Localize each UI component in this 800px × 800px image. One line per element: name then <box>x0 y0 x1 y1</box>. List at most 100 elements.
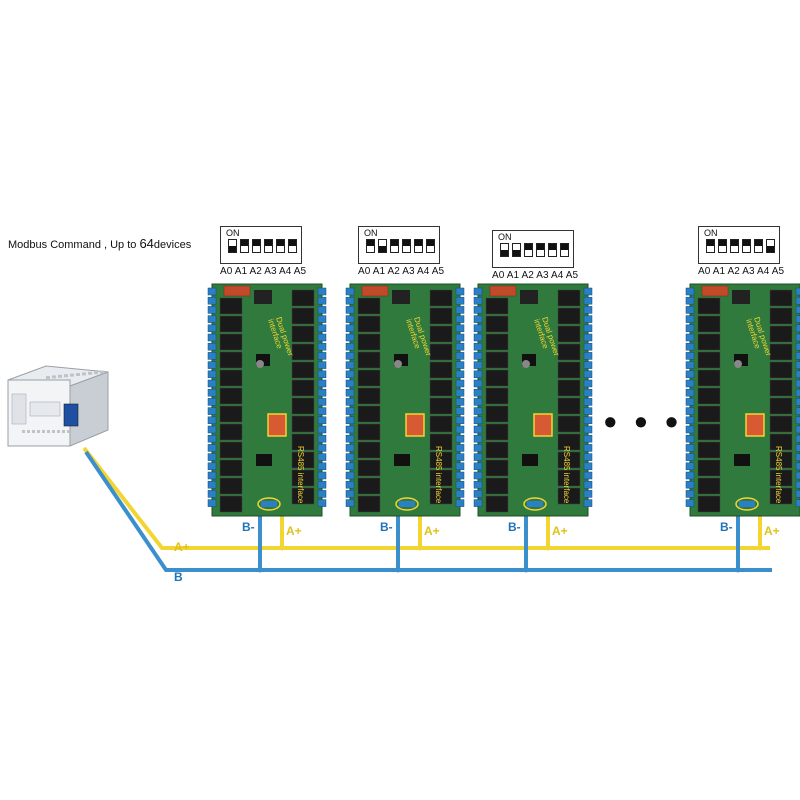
power-indicator <box>701 285 729 297</box>
terminal-left <box>685 499 695 507</box>
terminal-right <box>317 370 327 379</box>
bus-a-junction <box>545 545 551 551</box>
rs485-terminal <box>527 501 543 507</box>
terminal-right <box>795 462 800 471</box>
relay <box>219 441 243 459</box>
terminal-left <box>345 425 355 434</box>
terminal-left <box>345 333 355 342</box>
terminal-left <box>345 480 355 489</box>
dip-switch <box>754 239 763 253</box>
terminal-left <box>473 388 483 397</box>
terminal-left <box>685 471 695 480</box>
terminal-left <box>473 425 483 434</box>
terminal-right <box>795 388 800 397</box>
terminal-left <box>345 315 355 323</box>
relay <box>769 343 793 361</box>
relay <box>219 387 243 405</box>
terminal-right <box>795 416 800 425</box>
terminal-left <box>685 324 695 333</box>
terminal-left <box>207 379 217 388</box>
rs485-terminal-highlight <box>735 497 759 511</box>
dip-switch <box>742 239 751 253</box>
power-jack <box>520 290 538 304</box>
relay <box>697 477 721 495</box>
terminal-left <box>473 342 483 351</box>
rs485-interface-label: RS485 interface <box>562 446 571 504</box>
dip-switch-on-board <box>533 413 553 437</box>
relay <box>557 397 581 415</box>
dip-switch-knob <box>379 246 386 252</box>
dip-on-label: ON <box>704 228 718 238</box>
terminal-left <box>345 416 355 425</box>
terminal-left <box>473 296 483 305</box>
caption-count: 64 <box>139 236 154 251</box>
relay <box>357 369 381 387</box>
terminal-right <box>583 453 593 461</box>
rs485-bus <box>82 446 772 573</box>
dip-switch-knob <box>229 246 236 252</box>
relay <box>357 351 381 369</box>
terminal-left <box>473 499 483 507</box>
rs485-interface-label: RS485 interface <box>774 446 783 504</box>
terminal-right <box>455 490 465 498</box>
terminal-right <box>583 388 593 397</box>
terminal-right <box>317 342 327 351</box>
dip-switch-knob <box>265 240 272 246</box>
terminal-right <box>795 379 800 388</box>
rs485-terminal <box>739 501 755 507</box>
relay <box>485 441 509 459</box>
plc-terminal <box>52 430 55 433</box>
dip-switch <box>402 239 411 253</box>
terminal-left <box>473 370 483 379</box>
relay <box>429 343 453 361</box>
terminal-left <box>345 361 355 369</box>
dip-switch-on-board <box>267 413 287 437</box>
terminal-right <box>317 416 327 425</box>
relay <box>219 297 243 315</box>
terminal-right <box>583 361 593 369</box>
terminal-left <box>207 342 217 351</box>
terminal-left <box>473 398 483 406</box>
relay <box>219 351 243 369</box>
terminal-right <box>455 333 465 342</box>
dip-address-labels: A0 A1 A2 A3 A4 A5 <box>698 266 785 277</box>
terminal-left <box>207 490 217 498</box>
dip-switch <box>512 243 521 257</box>
terminal-right <box>583 370 593 379</box>
bus-a-junction <box>417 545 423 551</box>
terminal-right <box>317 379 327 388</box>
relay <box>291 433 315 451</box>
relay <box>429 379 453 397</box>
relay <box>291 361 315 379</box>
relay <box>485 315 509 333</box>
terminal-left <box>345 370 355 379</box>
terminal-left <box>345 306 355 314</box>
terminal-right <box>583 462 593 471</box>
terminal-left <box>685 342 695 351</box>
dip-switch-knob <box>743 240 750 246</box>
terminal-right <box>317 306 327 314</box>
terminal-right <box>795 434 800 443</box>
more-devices-ellipsis: • • • <box>604 401 682 442</box>
dip-switch-on-board <box>745 413 765 437</box>
dip-switch-knob <box>561 244 568 250</box>
relay <box>485 351 509 369</box>
terminal-left <box>207 296 217 305</box>
terminal-left <box>207 471 217 480</box>
buzzer <box>394 360 402 368</box>
relay <box>291 379 315 397</box>
dip-switch <box>252 239 261 253</box>
relay <box>485 495 509 513</box>
device-b-label: B- <box>242 520 255 534</box>
plc-terminal <box>32 430 35 433</box>
terminal-left <box>473 490 483 498</box>
relay <box>219 477 243 495</box>
relay <box>429 415 453 433</box>
plc-terminal <box>47 430 50 433</box>
device-a-label: A+ <box>764 524 780 538</box>
relay <box>291 343 315 361</box>
terminal-left <box>685 434 695 443</box>
